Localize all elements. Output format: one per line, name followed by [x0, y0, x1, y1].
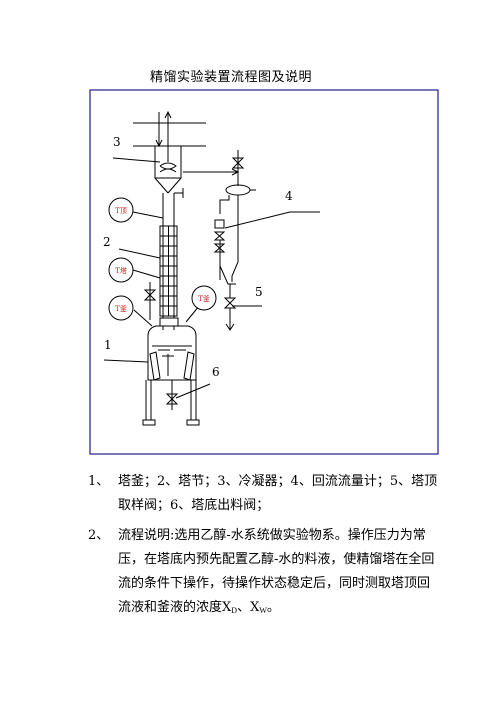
condenser-coil	[159, 162, 177, 173]
reboiler	[147, 325, 197, 381]
callout-4: 4	[285, 189, 293, 203]
temp-label-mid: T塔	[115, 266, 127, 275]
column-packing	[159, 225, 178, 317]
reflux-splitter	[225, 184, 251, 196]
legend-item-1-text: 塔釜；2、塔节；3、冷凝器；4、回流流量计；5、塔顶取样阀；6、塔底出料阀；	[118, 474, 438, 513]
symbol-x-w: XW	[250, 600, 267, 615]
temp-probe-top	[108, 197, 134, 223]
callout-1: 1	[104, 338, 112, 352]
symbol-x-d: XD	[222, 600, 238, 615]
temp-label-bottom-left: T釜	[115, 304, 127, 313]
heater-left	[149, 351, 161, 381]
temp-probe-bottom-left	[108, 295, 134, 321]
callout-3: 3	[113, 135, 121, 149]
callout-6: 6	[212, 365, 220, 379]
legend-list: 1、 塔釜；2、塔节；3、冷凝器；4、回流流量计；5、塔顶取样阀；6、塔底出料阀…	[88, 470, 438, 623]
reflux-line	[183, 171, 239, 186]
legend-item-2-text: 流程说明:选用乙醇-水系统做实验物系。操作压力为常压，在塔底内预先配置乙醇-水的…	[118, 528, 435, 615]
temp-label-bottom-right: T釜	[198, 294, 210, 303]
legend-item-1-number: 1、	[88, 474, 110, 489]
reflux-flowmeter	[214, 219, 225, 229]
stand	[142, 380, 200, 426]
diagram-frame	[89, 89, 439, 455]
legend-item-1: 1、 塔釜；2、塔节；3、冷凝器；4、回流流量计；5、塔顶取样阀；6、塔底出料阀…	[88, 470, 438, 518]
callout-5: 5	[255, 285, 263, 299]
legend-item-2-number: 2、	[88, 528, 110, 543]
temp-probe-bottom-right	[191, 285, 217, 311]
bottom-discharge-valve	[165, 393, 179, 405]
temp-label-top: T顶	[115, 207, 127, 215]
distillation-flow-diagram: T顶 T塔 T釜 T釜 3 2 4 5 1 6	[89, 89, 439, 455]
legend-item-2: 2、 流程说明:选用乙醇-水系统做实验物系。操作压力为常压，在塔底内预先配置乙醇…	[88, 524, 438, 623]
callout-2: 2	[103, 235, 111, 249]
heater-right	[183, 351, 195, 381]
temp-probe-mid	[108, 257, 134, 283]
page-title: 精馏实验装置流程图及说明	[150, 70, 313, 85]
top-vent-valve	[231, 157, 245, 169]
top-sample-valve	[223, 297, 237, 309]
